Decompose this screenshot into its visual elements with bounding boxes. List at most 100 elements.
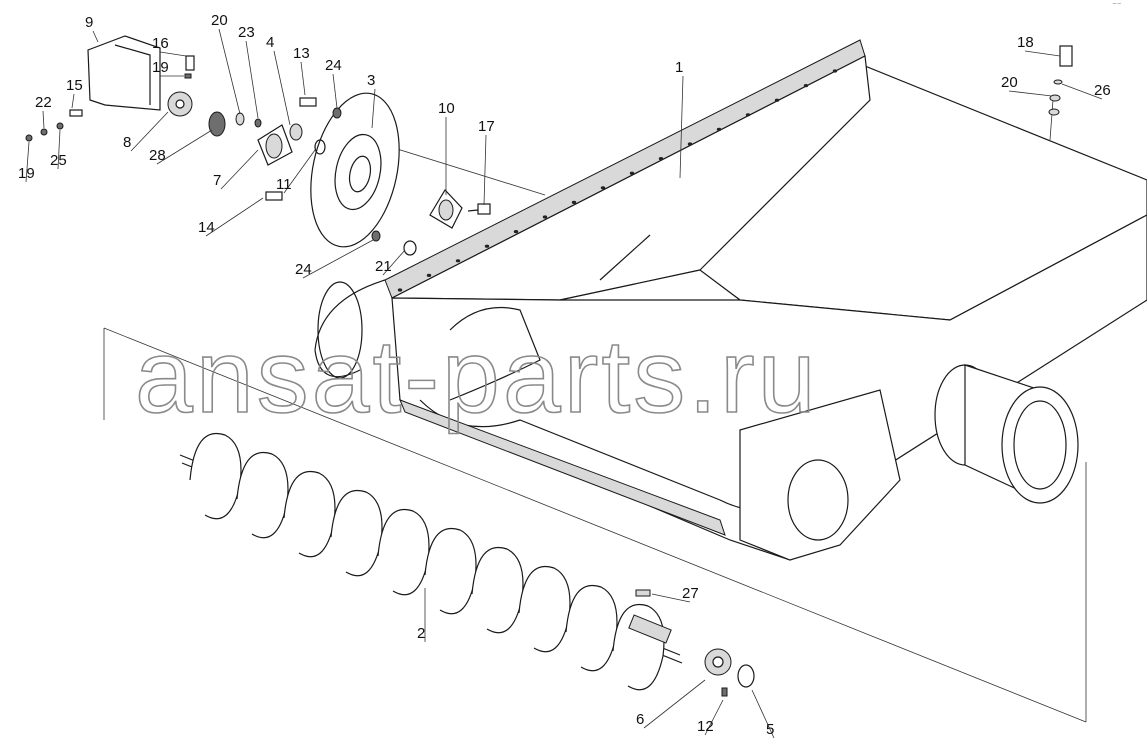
auger-flight-4 <box>330 489 383 577</box>
leader-line-c22 <box>42 110 45 129</box>
rail-hole-2 <box>426 273 432 277</box>
callout-c23: 23 <box>238 24 255 41</box>
corner-mark: ⁻⁻ <box>1112 0 1122 10</box>
leader-line-c14 <box>205 197 264 237</box>
callout-c11: 11 <box>276 176 292 193</box>
leader-line-c25 <box>57 129 61 170</box>
leader-line-c12 <box>704 699 724 736</box>
rail-hole-16 <box>832 69 838 73</box>
callout-c25: 25 <box>50 152 67 169</box>
washer-20-right-bottom <box>1048 108 1060 116</box>
callout-c7: 7 <box>213 172 221 189</box>
rail-hole-1 <box>397 288 403 292</box>
auger-flight-5 <box>377 508 430 596</box>
callout-c9: 9 <box>85 14 93 31</box>
ring-11 <box>314 139 326 155</box>
callout-c13: 13 <box>293 45 310 62</box>
auger-flights <box>189 432 665 691</box>
washer-22 <box>40 128 48 136</box>
auger-shaft-end <box>628 614 672 644</box>
leader-line-c20b <box>1008 90 1053 97</box>
flange-plate-hub <box>334 133 382 211</box>
callout-c19a: 19 <box>152 59 169 76</box>
auger-housing <box>314 39 1147 561</box>
bearing-axis-line <box>377 142 546 196</box>
bolt-16 <box>185 55 195 71</box>
ring-5 <box>737 664 755 688</box>
watermark-text: ansat-parts.ru <box>135 319 819 435</box>
rail-hole-14 <box>774 98 780 102</box>
outlet-pipe-bore <box>1013 400 1067 490</box>
assembly-lines <box>103 99 1087 723</box>
callout-c19b: 19 <box>18 165 35 182</box>
auger-flight-6 <box>424 527 477 615</box>
callout-c22: 22 <box>35 94 52 111</box>
auger-axis-line <box>103 327 1087 723</box>
housing-edge-2 <box>599 234 651 281</box>
auger-flight-3 <box>283 470 336 558</box>
rail-hole-13 <box>745 113 751 117</box>
bearing-28 <box>208 111 226 137</box>
leader-line-c17 <box>483 134 487 206</box>
washer-20 <box>235 112 245 126</box>
sprocket-8-hub <box>175 99 185 109</box>
rail-hole-5 <box>513 230 519 234</box>
rail-holes <box>397 69 838 292</box>
auger-flight-9 <box>565 584 618 672</box>
callout-c2: 2 <box>417 625 425 642</box>
callout-c15: 15 <box>66 77 83 94</box>
callout-c26: 26 <box>1094 82 1111 99</box>
nut-19-left <box>25 134 33 142</box>
bolt-13 <box>299 97 317 107</box>
rail-hole-6 <box>542 215 548 219</box>
bearing-housing-hub <box>265 133 283 159</box>
housing-end-hole <box>787 459 849 541</box>
callout-c20a: 20 <box>211 12 228 29</box>
leader-line-c11 <box>283 149 316 194</box>
bolt-18 <box>1059 45 1073 67</box>
nut-23 <box>254 118 262 128</box>
leader-lines <box>25 28 1103 739</box>
callout-c24b: 24 <box>295 261 312 278</box>
callout-c14: 14 <box>198 219 215 236</box>
sprocket-6-hub <box>712 656 724 668</box>
callout-c21: 21 <box>375 258 392 275</box>
rail-hole-4 <box>484 244 490 248</box>
rail-hole-3 <box>455 259 461 263</box>
sprocket-8 <box>167 91 193 117</box>
callout-c27: 27 <box>682 585 699 602</box>
nut-21 <box>403 240 417 256</box>
auger-flight-2 <box>236 451 289 539</box>
rail-hole-12 <box>716 127 722 131</box>
sprocket-6 <box>704 648 732 676</box>
rail-hole-7 <box>571 200 577 204</box>
callout-c28: 28 <box>149 147 166 164</box>
leader-line-c28 <box>156 129 213 165</box>
callout-c10: 10 <box>438 100 455 117</box>
leader-line-c21 <box>382 249 406 276</box>
leader-line-c18 <box>1024 50 1061 57</box>
flange-plate-disc <box>310 92 400 248</box>
washer-25 <box>56 122 64 130</box>
callout-c4: 4 <box>266 34 274 51</box>
nut-19-top <box>184 73 192 79</box>
leader-line-c4 <box>273 50 291 126</box>
bolt-axis-line-right <box>1049 99 1054 141</box>
key-27 <box>635 589 651 597</box>
bolt-17-head <box>477 203 491 215</box>
guard-9-inner <box>114 44 151 105</box>
callout-c5: 5 <box>766 721 774 738</box>
rail-hole-15 <box>803 84 809 88</box>
auger-screw <box>179 432 683 691</box>
leader-line-c15 <box>71 93 75 109</box>
leader-line-c13 <box>300 61 306 96</box>
rail-hole-8 <box>600 186 606 190</box>
leader-line-c1 <box>679 75 684 179</box>
bolt-14 <box>265 191 283 201</box>
washer-24-top <box>332 107 342 119</box>
callout-c8: 8 <box>123 134 131 151</box>
leader-line-c27 <box>651 593 691 603</box>
callout-c6: 6 <box>636 711 644 728</box>
leader-line-c8 <box>130 111 169 152</box>
